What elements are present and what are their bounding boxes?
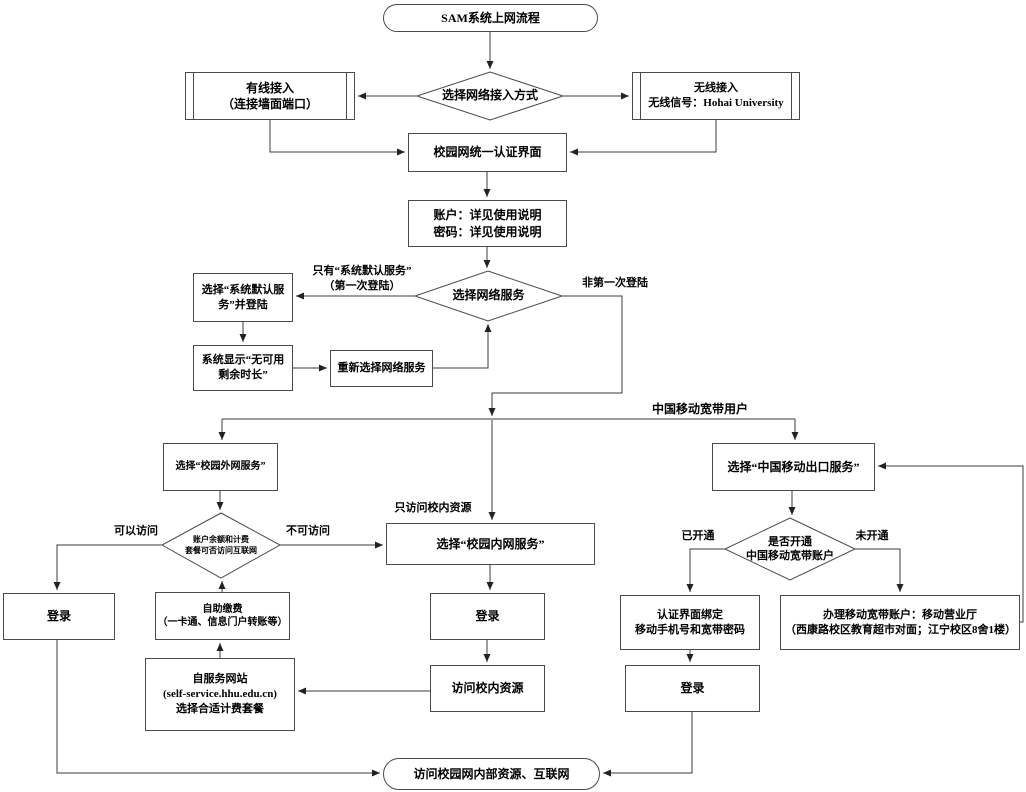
node-default-service: 选择“系统默认服务”并登陆: [193, 273, 293, 322]
decision-access-method-shape: [415, 71, 565, 121]
node-wired-access: 有线接入 （连接墙面端口）: [185, 72, 355, 120]
node-credentials: 账户：详见使用说明 密码：详见使用说明: [408, 200, 567, 247]
node-wired-access-label: 有线接入 （连接墙面端口）: [221, 80, 318, 111]
edge-label-first-login: 只有“系统默认服务” （第一次登陆）: [312, 265, 412, 292]
node-bind-account: 认证界面绑定 移动手机号和宽带密码: [620, 595, 760, 650]
node-auth-page: 校园网统一认证界面: [408, 133, 567, 172]
edge-label-intranet-only: 只访问校内资源: [394, 502, 472, 514]
subprocess-bar: [791, 73, 792, 119]
node-wireless-access-label: 无线接入 无线信号：Hohai University: [648, 82, 784, 109]
node-wireless-access: 无线接入 无线信号：Hohai University: [632, 72, 800, 120]
node-start: SAM系统上网流程: [383, 4, 598, 32]
node-login-right: 登录: [625, 665, 760, 712]
edge-label-cannot-access: 不可访问: [286, 525, 330, 537]
decision-balance-label: 账户余额和计费 套餐可否访问互联网: [185, 535, 257, 555]
node-login-left: 登录: [3, 593, 115, 640]
edge-label-not-first-login: 非第一次登陆: [582, 277, 648, 289]
node-login-mid: 登录: [430, 593, 545, 640]
node-external-service: 选择“校园外网服务”: [163, 443, 278, 491]
node-internal-service: 选择“校园内网服务”: [386, 523, 595, 565]
edge-label-can-access: 可以访问: [114, 525, 158, 537]
decision-access-method-label: 选择网络接入方式: [441, 88, 538, 103]
node-no-remaining-time: 系统显示“无可用剩余时长”: [193, 345, 293, 391]
node-end: 访问校园网内部资源、互联网: [383, 758, 600, 790]
decision-network-service-shape: [413, 270, 564, 322]
node-cmcc-service: 选择“中国移动出口服务”: [712, 443, 875, 491]
node-reselect-service: 重新选择网络服务: [330, 350, 433, 387]
decision-cmcc-account-shape: [723, 517, 857, 581]
node-visit-internal: 访问校内资源: [430, 665, 545, 712]
node-apply-account: 办理移动宽带账户：移动营业厅 （西康路校区教育超市对面；江宁校区8舍1楼）: [780, 595, 1020, 650]
subprocess-bar: [346, 73, 347, 119]
node-self-pay: 自助缴费 （一卡通、信息门户转账等）: [155, 592, 290, 640]
decision-network-service-label: 选择网络服务: [452, 288, 525, 303]
decision-balance-shape: [160, 512, 282, 579]
subprocess-bar: [193, 73, 194, 119]
edge-label-not-opened: 未开通: [855, 530, 889, 542]
edge-label-opened: 已开通: [681, 530, 715, 542]
subprocess-bar: [640, 73, 641, 119]
decision-cmcc-account-label: 是否开通 中国移动宽带账户: [746, 535, 834, 562]
edge-label-cmcc-user: 中国移动宽带用户: [651, 402, 748, 416]
node-self-service-site: 自服务网站 (self-service.hhu.edu.cn) 选择合适计费套餐: [145, 658, 295, 731]
